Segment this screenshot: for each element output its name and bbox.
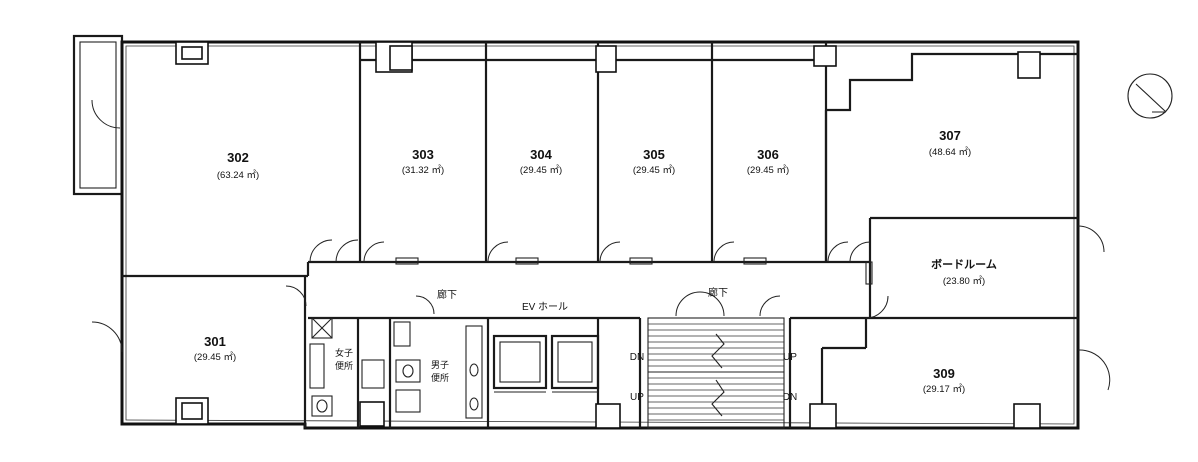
room-304: 304 (29.45 ㎡) — [520, 147, 562, 176]
room-area: (29.17 ㎡) — [923, 384, 965, 395]
pillars — [175, 41, 1041, 429]
room-307: 307 (48.64 ㎡) — [929, 128, 971, 158]
room-number: ボードルーム — [931, 257, 997, 271]
womens-wc-label-1: 女子 — [335, 347, 353, 358]
corridor-label-right: 廊下 — [708, 286, 728, 299]
room-301: 301 (29.45 ㎡) — [194, 334, 236, 363]
room-boardroom: ボードルーム (23.80 ㎡) — [931, 257, 997, 287]
room-number: 307 — [939, 128, 961, 143]
elevators — [492, 334, 600, 393]
room-number: 309 — [933, 366, 955, 381]
room-number: 305 — [643, 147, 665, 162]
room-area: (29.45 ㎡) — [633, 165, 675, 176]
room-area: (63.24 ㎡) — [217, 170, 259, 181]
stair-dn-right: DN — [783, 392, 797, 403]
room-area: (23.80 ㎡) — [943, 276, 985, 287]
mens-wc-label-2: 便所 — [431, 372, 449, 383]
room-number: 301 — [204, 334, 226, 349]
room-303: 303 (31.32 ㎡) — [402, 147, 444, 176]
room-309: 309 (29.17 ㎡) — [923, 366, 965, 395]
room-number: 304 — [530, 147, 552, 162]
corridor-label-left: 廊下 — [437, 288, 457, 301]
left-balcony — [72, 34, 124, 196]
stair-up-right: UP — [783, 352, 797, 363]
room-area: (29.45 ㎡) — [747, 165, 789, 176]
lower-partitions — [303, 276, 868, 428]
room-305: 305 (29.45 ㎡) — [633, 147, 675, 176]
room-number: 302 — [227, 150, 249, 165]
north-arrow-icon — [1127, 73, 1173, 119]
room-number: 303 — [412, 147, 434, 162]
stairs — [647, 317, 785, 429]
womens-wc-label-2: 便所 — [335, 360, 353, 371]
doors — [91, 225, 1111, 391]
top-row-partitions — [122, 42, 1078, 320]
room-306: 306 (29.45 ㎡) — [747, 147, 789, 176]
room-area: (29.45 ㎡) — [520, 165, 562, 176]
ev-hall-label: EV ホール — [522, 301, 568, 313]
stair-up-left: UP — [630, 392, 644, 403]
room-area: (48.64 ㎡) — [929, 147, 971, 158]
room-vents — [395, 257, 873, 285]
stair-dn-left: DN — [630, 352, 644, 363]
mens-wc-label-1: 男子 — [431, 360, 449, 370]
room-number: 306 — [757, 147, 779, 162]
room-area: (29.45 ㎡) — [194, 352, 236, 363]
room-area: (31.32 ㎡) — [402, 165, 444, 176]
room-302: 302 (63.24 ㎡) — [217, 150, 259, 181]
toilet-fixtures — [309, 317, 483, 419]
